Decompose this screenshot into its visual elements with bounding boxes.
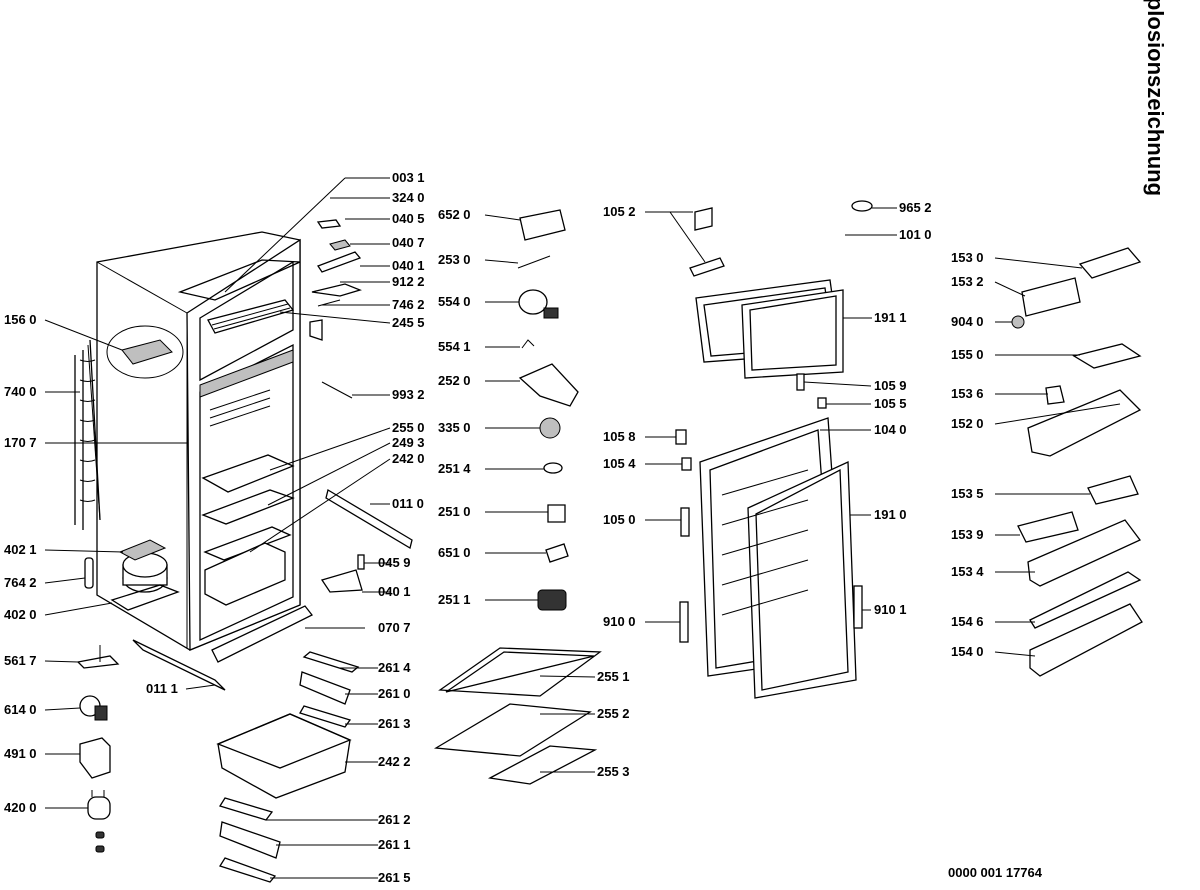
label-105-9: 105 9 xyxy=(874,378,907,393)
label-652-0: 652 0 xyxy=(438,207,471,222)
label-740-0: 740 0 xyxy=(4,384,37,399)
door-shelves xyxy=(1011,247,1143,677)
left-small-parts xyxy=(76,645,120,853)
label-191-0: 191 0 xyxy=(874,507,907,522)
label-105-0: 105 0 xyxy=(603,512,636,527)
label-154-0: 154 0 xyxy=(951,644,984,659)
label-746-2: 746 2 xyxy=(392,297,425,312)
label-155-0: 155 0 xyxy=(951,347,984,362)
label-040-5: 040 5 xyxy=(392,211,425,226)
label-993-2: 993 2 xyxy=(392,387,425,402)
label-249-3: 249 3 xyxy=(392,435,425,450)
freezer-door xyxy=(689,200,873,409)
label-335-0: 335 0 xyxy=(438,420,471,435)
label-040-1: 040 1 xyxy=(392,258,425,273)
label-251-4: 251 4 xyxy=(438,461,471,476)
label-402-1: 402 1 xyxy=(4,542,37,557)
label-255-0: 255 0 xyxy=(392,420,425,435)
label-910-1: 910 1 xyxy=(874,602,907,617)
label-614-0: 614 0 xyxy=(4,702,37,717)
bottom-parts xyxy=(132,605,360,883)
top-small-parts xyxy=(309,219,413,593)
label-255-3: 255 3 xyxy=(597,764,630,779)
part-156-0-shape xyxy=(121,339,173,365)
label-152-0: 152 0 xyxy=(951,416,984,431)
leader-lines xyxy=(44,177,1121,879)
label-011-1: 011 1 xyxy=(146,681,178,696)
document-number: 0000 001 17764 xyxy=(948,865,1042,880)
label-261-0: 261 0 xyxy=(378,686,411,701)
label-910-0: 910 0 xyxy=(603,614,636,629)
label-245-5: 245 5 xyxy=(392,315,425,330)
label-561-7: 561 7 xyxy=(4,653,37,668)
fridge-cabinet xyxy=(96,231,301,651)
label-153-6: 153 6 xyxy=(951,386,984,401)
label-105-4: 105 4 xyxy=(603,456,636,471)
label-156-0: 156 0 xyxy=(4,312,37,327)
label-904-0: 904 0 xyxy=(951,314,984,329)
label-153-2: 153 2 xyxy=(951,274,984,289)
label-045-9: 045 9 xyxy=(378,555,411,570)
label-040-7: 040 7 xyxy=(392,235,425,250)
label-242-0: 242 0 xyxy=(392,451,425,466)
label-251-0: 251 0 xyxy=(438,504,471,519)
label-402-0: 402 0 xyxy=(4,607,37,622)
label-912-2: 912 2 xyxy=(392,274,425,289)
label-170-7: 170 7 xyxy=(4,435,37,450)
label-153-4: 153 4 xyxy=(951,564,984,579)
label-252-0: 252 0 xyxy=(438,373,471,388)
label-261-4: 261 4 xyxy=(378,660,411,675)
label-104-0: 104 0 xyxy=(874,422,907,437)
label-251-1: 251 1 xyxy=(438,592,471,607)
label-003-1: 003 1 xyxy=(392,170,425,185)
fridge-door xyxy=(675,417,863,699)
label-101-0: 101 0 xyxy=(899,227,932,242)
label-261-2: 261 2 xyxy=(378,812,411,827)
label-070-7: 070 7 xyxy=(378,620,411,635)
middle-parts xyxy=(433,209,602,785)
label-554-0: 554 0 xyxy=(438,294,471,309)
label-255-2: 255 2 xyxy=(597,706,630,721)
compressor-part xyxy=(84,539,180,611)
detail-bubble xyxy=(106,325,184,379)
label-153-0: 153 0 xyxy=(951,250,984,265)
label-105-8: 105 8 xyxy=(603,429,636,444)
label-651-0: 651 0 xyxy=(438,545,471,560)
label-261-3: 261 3 xyxy=(378,716,411,731)
condenser-part xyxy=(74,339,101,530)
label-261-5: 261 5 xyxy=(378,870,411,885)
label-011-0: 011 0 xyxy=(392,496,424,511)
label-261-1: 261 1 xyxy=(378,837,411,852)
label-255-1: 255 1 xyxy=(597,669,630,684)
label-191-1: 191 1 xyxy=(874,310,907,325)
page-title: Explosionszeichnung xyxy=(1142,0,1168,197)
label-242-2: 242 2 xyxy=(378,754,411,769)
label-764-2: 764 2 xyxy=(4,575,37,590)
label-324-0: 324 0 xyxy=(392,190,425,205)
label-965-2: 965 2 xyxy=(899,200,932,215)
label-420-0: 420 0 xyxy=(4,800,37,815)
label-153-5: 153 5 xyxy=(951,486,984,501)
label-491-0: 491 0 xyxy=(4,746,37,761)
label-105-5: 105 5 xyxy=(874,396,907,411)
label-040-1-b: 040 1 xyxy=(378,584,411,599)
label-154-6: 154 6 xyxy=(951,614,984,629)
label-253-0: 253 0 xyxy=(438,252,471,267)
label-105-2: 105 2 xyxy=(603,204,636,219)
label-153-9: 153 9 xyxy=(951,527,984,542)
label-554-1: 554 1 xyxy=(438,339,471,354)
